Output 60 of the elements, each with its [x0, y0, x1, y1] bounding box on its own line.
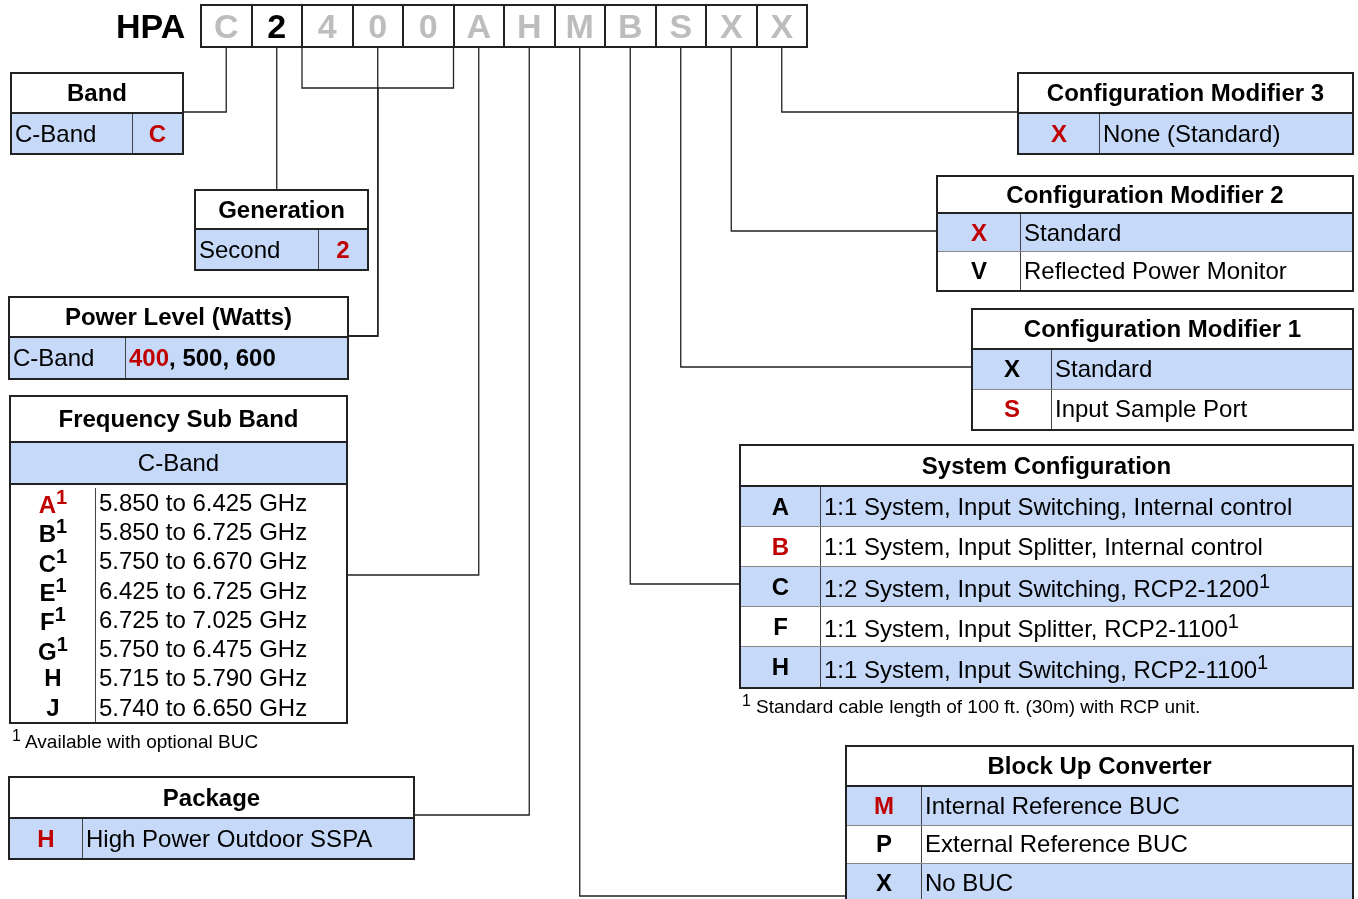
option-table — [9, 395, 348, 725]
option-code: H — [10, 819, 83, 858]
option-value: Standard — [1021, 214, 1352, 251]
option-value: Standard — [1052, 350, 1352, 389]
option-value: 1:1 System, Input Switching, RCP2-1100$^{1}$ — [821, 647, 1352, 687]
option-code: X — [938, 214, 1021, 251]
part-number-prefix: HPA — [116, 5, 186, 47]
footnote: $^{1}$ Standard cable length of 100 ft. (30m) with RCP unit. — [742, 692, 1201, 719]
option-value: Second — [196, 230, 319, 269]
option-code: C — [133, 114, 182, 153]
option-code: 2 — [319, 230, 367, 269]
connector-line — [183, 47, 227, 113]
option-table — [936, 175, 1354, 292]
connector-line — [579, 47, 846, 897]
option-code: H — [741, 647, 821, 687]
option-code: X — [847, 864, 922, 899]
option-value: 1:1 System, Input Switching, Internal control — [821, 487, 1352, 526]
code-character: 2 — [250, 4, 303, 48]
code-character: B — [604, 4, 657, 48]
code-character: S — [654, 4, 707, 48]
code-character: A — [452, 4, 505, 48]
code-character: M — [553, 4, 606, 48]
connector-line — [414, 47, 530, 816]
connector-line — [629, 47, 740, 585]
option-table — [194, 189, 369, 271]
code-character: X — [705, 4, 758, 48]
option-value: No BUC — [922, 864, 1352, 899]
subheader: C-Band — [11, 443, 346, 485]
code-character: C — [200, 4, 253, 48]
option-table — [10, 72, 184, 155]
option-code: X — [1019, 114, 1100, 153]
code-character: 0 — [402, 4, 455, 48]
code-character: 0 — [351, 4, 404, 48]
option-code: X — [973, 350, 1052, 389]
option-value: High Power Outdoor SSPA — [83, 819, 413, 858]
option-code: C — [741, 567, 821, 606]
connector-line — [781, 47, 1018, 113]
option-table — [845, 745, 1354, 899]
connector-line — [276, 47, 278, 190]
option-table — [1017, 72, 1354, 155]
connector-line — [680, 47, 972, 368]
code-character: 4 — [301, 4, 354, 48]
connector-line — [730, 47, 937, 232]
option-value: Internal Reference BUC — [922, 787, 1352, 825]
option-table — [971, 308, 1354, 431]
footnote: $^{1}$ Available with optional BUC — [12, 727, 259, 754]
code-character: H — [503, 4, 556, 48]
option-table — [8, 296, 349, 380]
option-table — [739, 444, 1354, 689]
code-character: X — [755, 4, 808, 48]
connector-line — [348, 47, 455, 337]
option-value: C-Band — [12, 114, 133, 153]
option-value: 400, 500, 600 — [126, 338, 347, 378]
option-value: 1:2 System, Input Switching, RCP2-1200$^{1}$ — [821, 567, 1352, 606]
option-code: A — [741, 487, 821, 526]
option-table — [8, 776, 415, 860]
connector-line — [347, 47, 480, 576]
option-value: C-Band — [10, 338, 126, 378]
option-value: None (Standard) — [1100, 114, 1352, 153]
option-code: M — [847, 787, 922, 825]
